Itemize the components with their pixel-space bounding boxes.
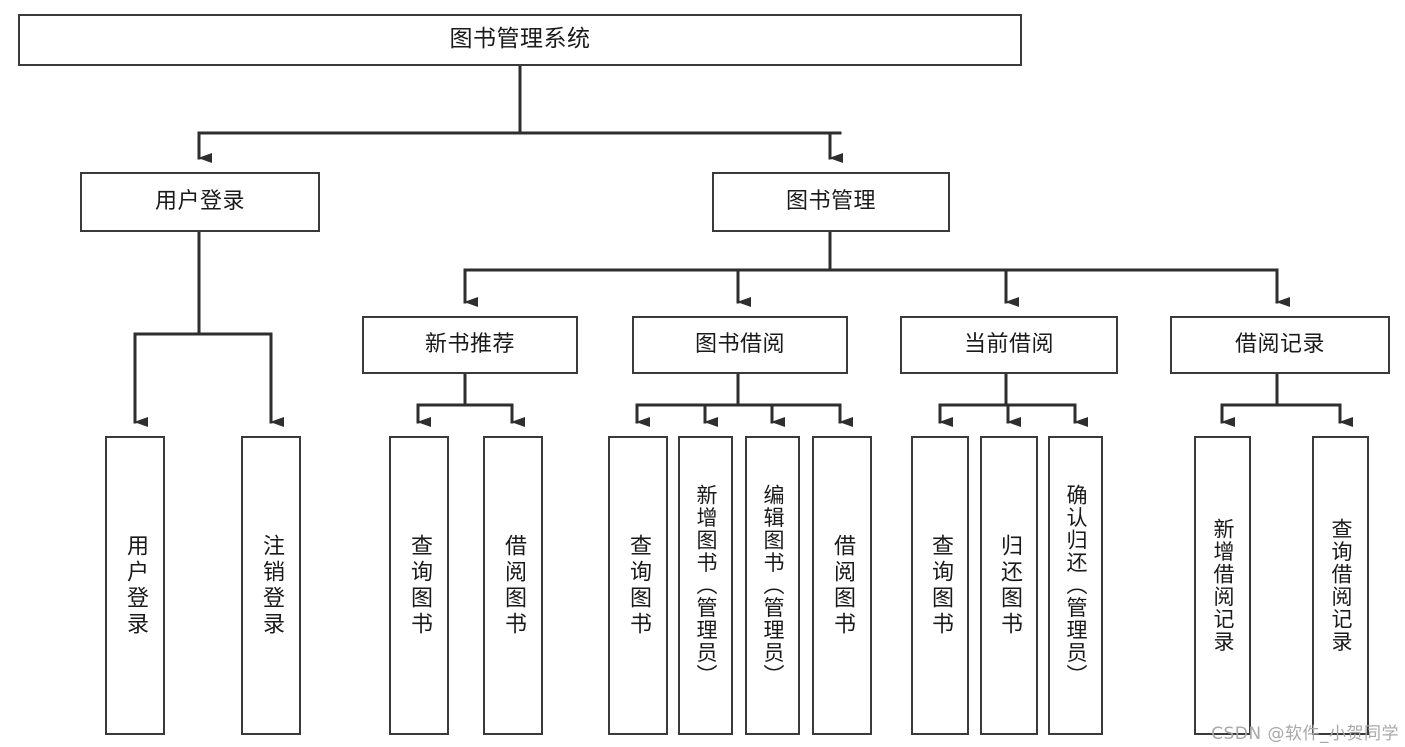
leaf-new-book-1-label: 借阅图书 bbox=[501, 533, 526, 638]
leaf-current-borrow-0[interactable]: 查询图书 bbox=[911, 436, 969, 735]
leaf-user-login-1-label: 注销登录 bbox=[259, 533, 284, 638]
node-borrow-record-label: 借阅记录 bbox=[1234, 331, 1325, 357]
leaf-book-borrow-0-label: 查询图书 bbox=[626, 533, 651, 638]
node-book-manage-label: 图书管理 bbox=[785, 188, 876, 214]
node-root-label: 图书管理系统 bbox=[449, 26, 591, 53]
leaf-book-borrow-0[interactable]: 查询图书 bbox=[608, 436, 668, 735]
node-new-book-recommend-label: 新书推荐 bbox=[424, 331, 515, 357]
leaf-book-borrow-3-label: 借阅图书 bbox=[830, 533, 855, 638]
leaf-user-login-0-label: 用户登录 bbox=[123, 533, 148, 638]
leaf-user-login-1[interactable]: 注销登录 bbox=[241, 436, 301, 735]
leaf-borrow-record-1-label: 查询借阅记录 bbox=[1329, 518, 1353, 653]
leaf-borrow-record-0-label: 新增借阅记录 bbox=[1211, 518, 1235, 653]
node-book-manage[interactable]: 图书管理 bbox=[712, 172, 950, 232]
leaf-book-borrow-1[interactable]: 新增图书（管理员） bbox=[678, 436, 733, 735]
leaf-new-book-0[interactable]: 查询图书 bbox=[389, 436, 449, 735]
node-current-borrow[interactable]: 当前借阅 bbox=[900, 316, 1118, 374]
node-book-borrow[interactable]: 图书借阅 bbox=[632, 316, 848, 374]
leaf-current-borrow-1[interactable]: 归还图书 bbox=[980, 436, 1038, 735]
node-new-book-recommend[interactable]: 新书推荐 bbox=[362, 316, 578, 374]
leaf-borrow-record-1[interactable]: 查询借阅记录 bbox=[1312, 436, 1369, 735]
node-book-borrow-label: 图书借阅 bbox=[694, 331, 785, 357]
leaf-new-book-0-label: 查询图书 bbox=[407, 533, 432, 638]
leaf-borrow-record-0[interactable]: 新增借阅记录 bbox=[1194, 436, 1251, 735]
leaf-new-book-1[interactable]: 借阅图书 bbox=[483, 436, 543, 735]
leaf-book-borrow-1-label: 新增图书（管理员） bbox=[694, 484, 718, 687]
node-current-borrow-label: 当前借阅 bbox=[963, 331, 1054, 357]
leaf-current-borrow-0-label: 查询图书 bbox=[928, 533, 953, 638]
watermark-text: CSDN @软件_小贺同学 bbox=[1211, 724, 1399, 744]
node-root[interactable]: 图书管理系统 bbox=[18, 14, 1022, 66]
node-user-login-label: 用户登录 bbox=[154, 188, 245, 214]
leaf-current-borrow-1-label: 归还图书 bbox=[997, 533, 1022, 638]
leaf-book-borrow-2-label: 编辑图书（管理员） bbox=[761, 484, 785, 687]
leaf-book-borrow-2[interactable]: 编辑图书（管理员） bbox=[745, 436, 800, 735]
leaf-book-borrow-3[interactable]: 借阅图书 bbox=[812, 436, 872, 735]
leaf-current-borrow-2[interactable]: 确认归还（管理员） bbox=[1048, 436, 1103, 735]
leaf-user-login-0[interactable]: 用户登录 bbox=[105, 436, 165, 735]
leaf-current-borrow-2-label: 确认归还（管理员） bbox=[1064, 484, 1088, 687]
node-user-login[interactable]: 用户登录 bbox=[80, 172, 320, 232]
node-borrow-record[interactable]: 借阅记录 bbox=[1170, 316, 1390, 374]
